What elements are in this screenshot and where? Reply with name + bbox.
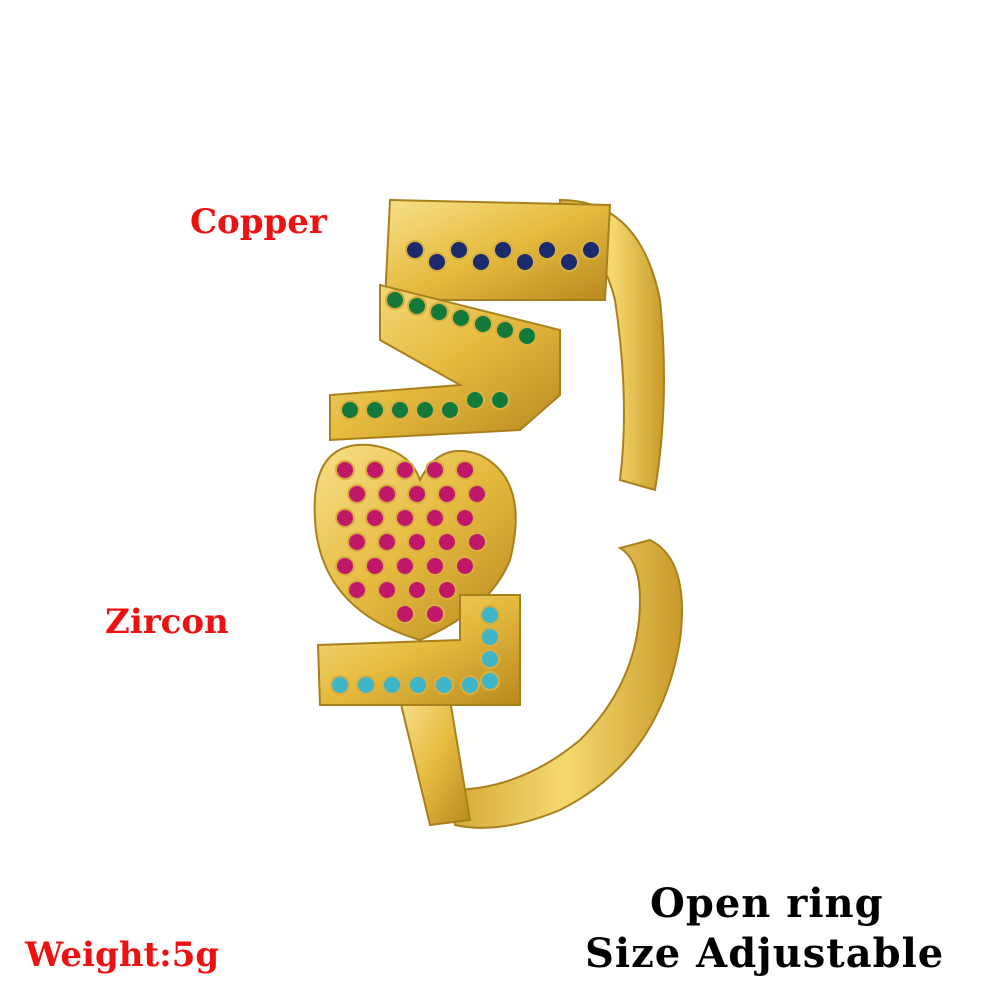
green-gem <box>407 296 427 316</box>
pink-gem <box>395 556 415 576</box>
pink-gem <box>455 556 475 576</box>
pink-gem <box>365 556 385 576</box>
weight-label: Weight:5g <box>25 935 220 975</box>
pink-gem <box>407 580 427 600</box>
pink-gem <box>395 460 415 480</box>
navy-gem <box>405 240 425 260</box>
green-gem <box>473 314 493 334</box>
green-gem <box>390 400 410 420</box>
pink-gem <box>425 556 445 576</box>
pink-gem <box>425 460 445 480</box>
pink-gem <box>365 508 385 528</box>
navy-gem <box>493 240 513 260</box>
green-gem <box>517 326 537 346</box>
navy-gem <box>449 240 469 260</box>
turquoise-gem <box>480 671 500 691</box>
navy-gem <box>515 252 535 272</box>
pink-gem <box>377 484 397 504</box>
pink-gem <box>335 556 355 576</box>
turquoise-gem <box>330 675 350 695</box>
turquoise-gem <box>480 649 500 669</box>
pink-gem <box>407 484 427 504</box>
pink-gem <box>455 508 475 528</box>
pink-gem <box>455 460 475 480</box>
pink-gem <box>425 604 445 624</box>
green-gem <box>440 400 460 420</box>
turquoise-gem <box>382 675 402 695</box>
stone-label: Zircon <box>105 602 229 642</box>
turquoise-gem <box>480 605 500 625</box>
navy-gem <box>581 240 601 260</box>
turquoise-gem <box>356 675 376 695</box>
green-gem <box>365 400 385 420</box>
green-gem <box>340 400 360 420</box>
material-label: Copper <box>190 202 327 242</box>
pink-gem <box>425 508 445 528</box>
size-label: Size Adjustable <box>585 930 945 977</box>
green-gem <box>415 400 435 420</box>
pink-gem <box>377 580 397 600</box>
green-gem <box>490 390 510 410</box>
pink-gem <box>437 532 457 552</box>
pink-gem <box>335 460 355 480</box>
pink-gem <box>395 508 415 528</box>
green-gem <box>385 290 405 310</box>
pink-gem <box>347 580 367 600</box>
pink-gem <box>347 532 367 552</box>
turquoise-gem <box>480 627 500 647</box>
pink-gem <box>395 604 415 624</box>
navy-gem <box>427 252 447 272</box>
turquoise-gem <box>460 675 480 695</box>
pink-gem <box>377 532 397 552</box>
pink-gem <box>467 532 487 552</box>
pink-gem <box>437 580 457 600</box>
green-gem <box>465 390 485 410</box>
pink-gem <box>335 508 355 528</box>
ring-shank <box>398 699 472 827</box>
turquoise-gem <box>434 675 454 695</box>
navy-gem <box>559 252 579 272</box>
pink-gem <box>467 484 487 504</box>
pink-gem <box>437 484 457 504</box>
ring-band-upper <box>559 198 665 492</box>
ring-band-lower <box>448 538 683 829</box>
navy-gem <box>537 240 557 260</box>
green-gem <box>429 302 449 322</box>
ring-type-label: Open ring <box>650 880 884 927</box>
green-gem <box>451 308 471 328</box>
green-gem <box>495 320 515 340</box>
navy-gem <box>471 252 491 272</box>
pink-gem <box>347 484 367 504</box>
pink-gem <box>365 460 385 480</box>
turquoise-gem <box>408 675 428 695</box>
pink-gem <box>407 532 427 552</box>
